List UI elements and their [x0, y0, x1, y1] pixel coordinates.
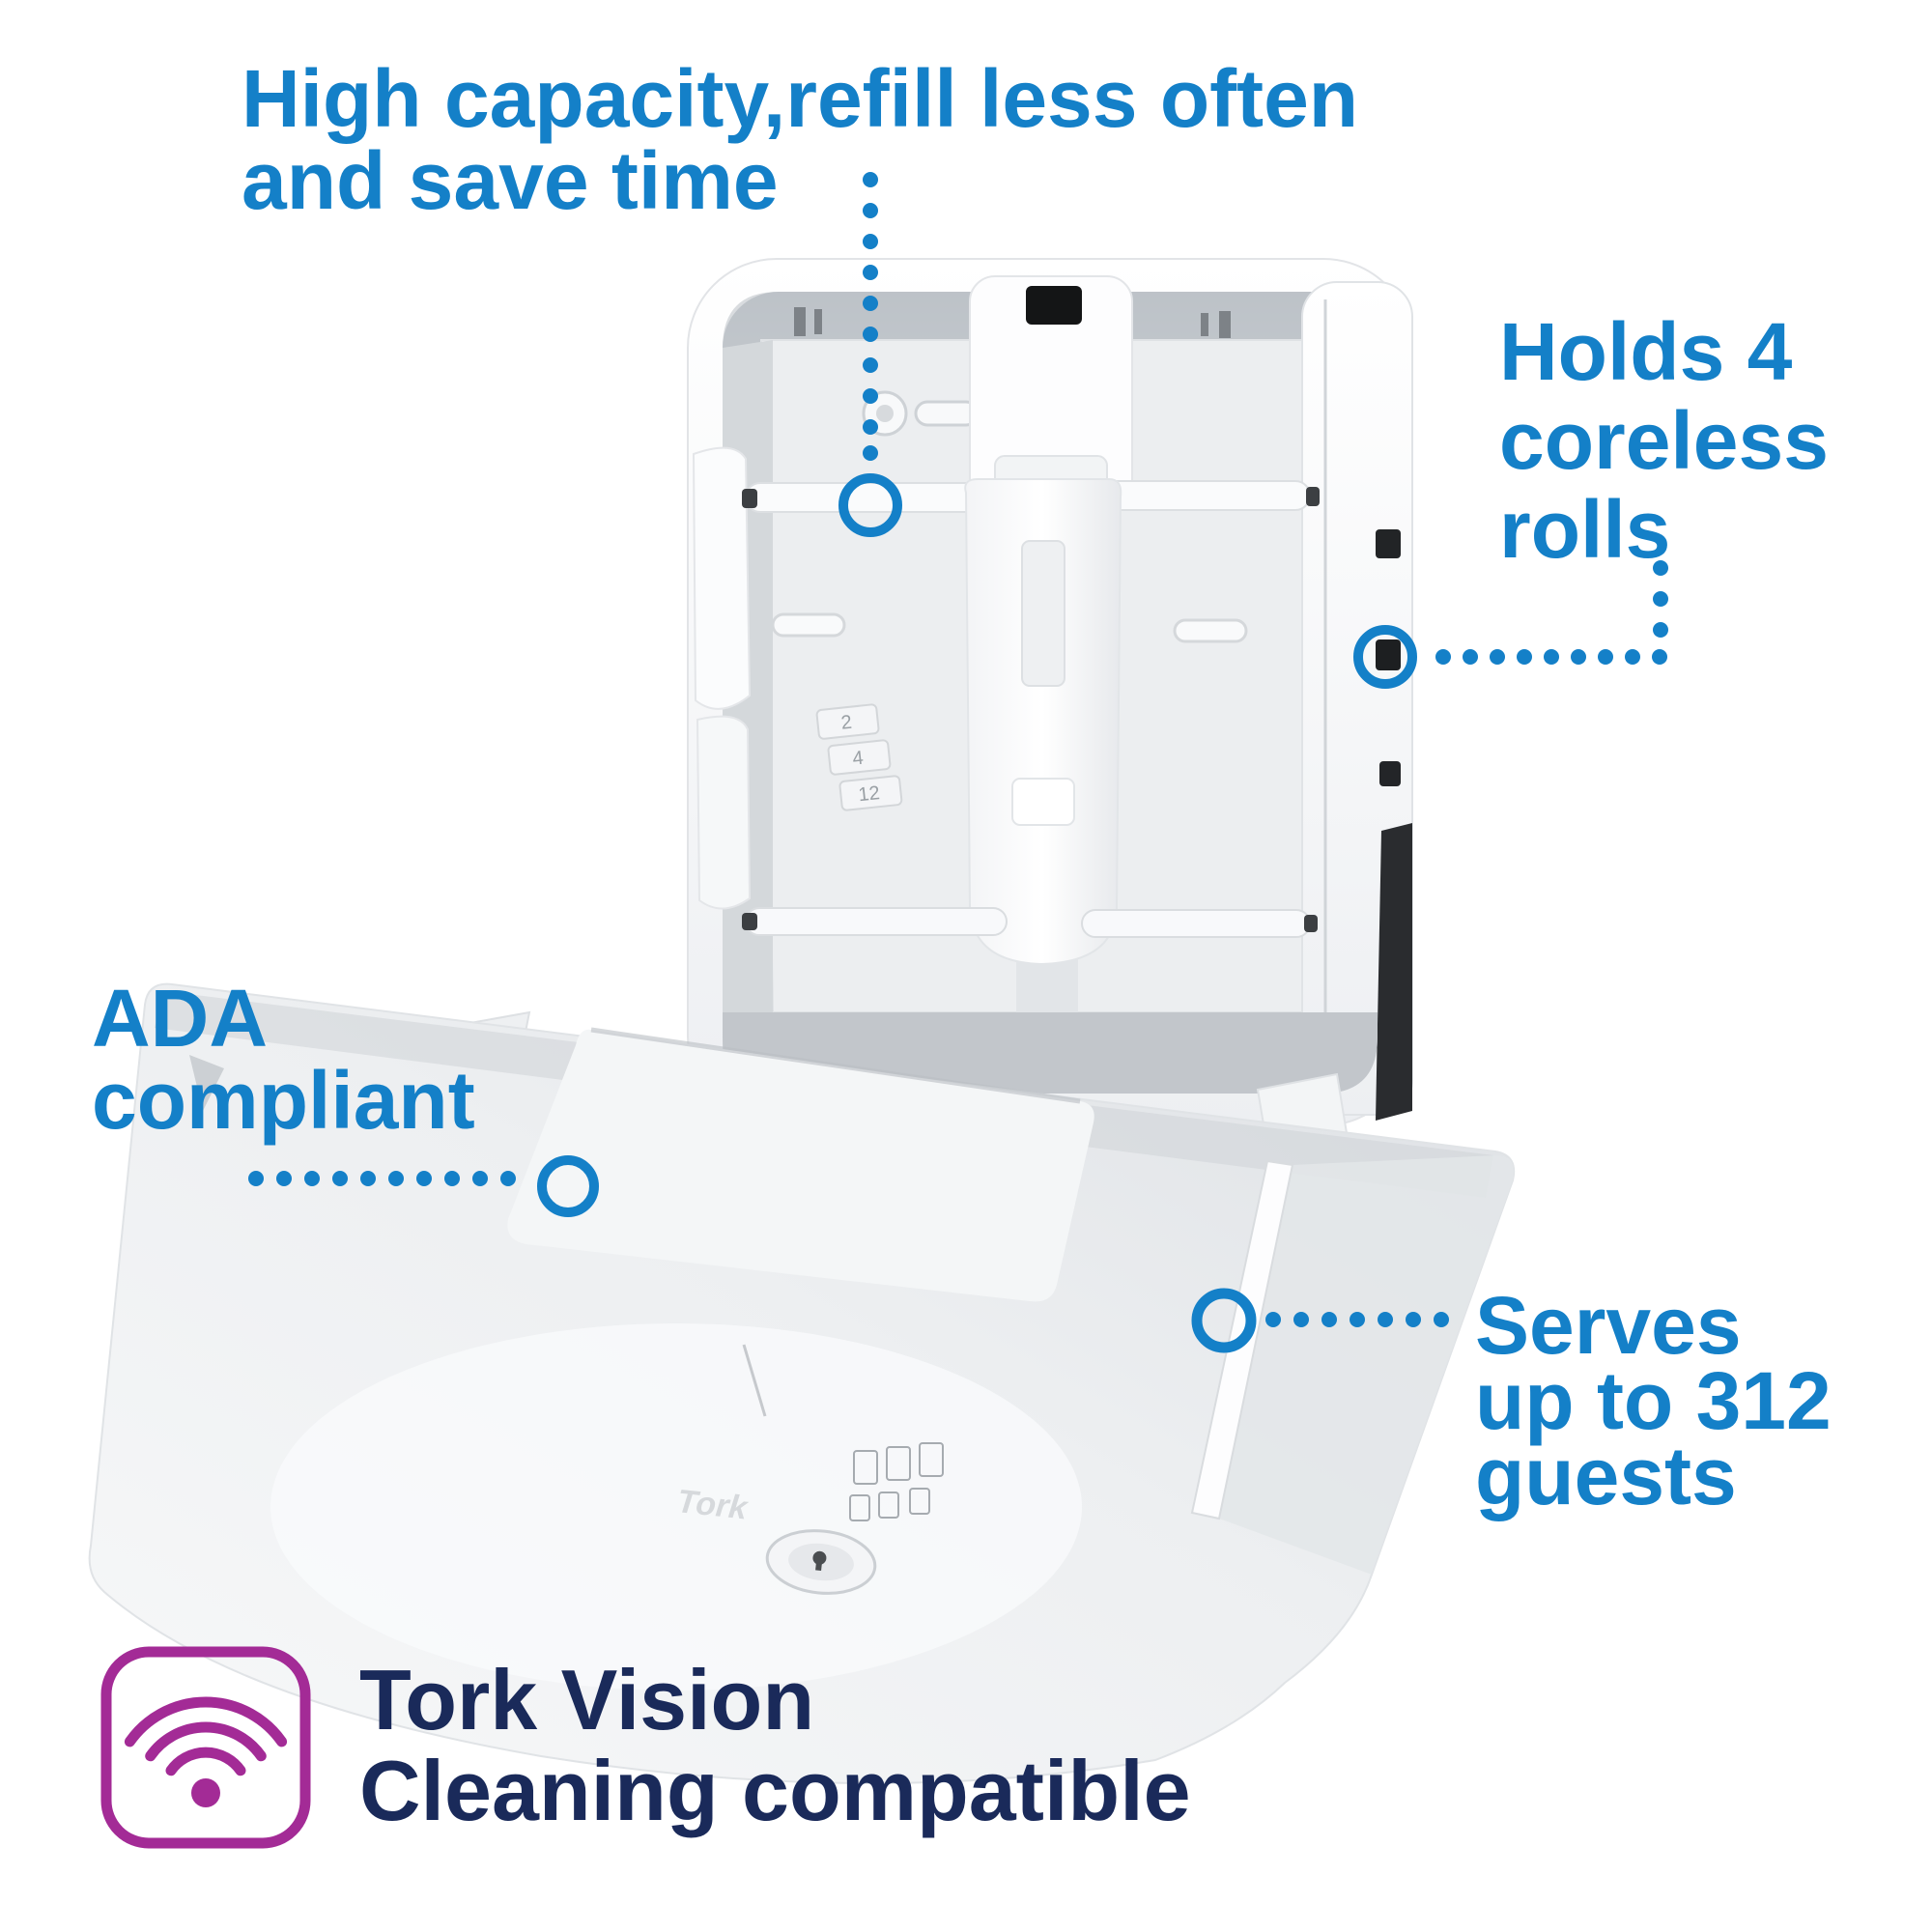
callout-ada-compliant: ADA compliant [92, 978, 475, 1142]
refill-instruction-icons [849, 1442, 944, 1521]
callout-line: Serves [1475, 1280, 1742, 1371]
marker-ring-ada [537, 1155, 599, 1217]
callout-line: and save time [242, 135, 779, 226]
callout-line: rolls [1499, 484, 1671, 575]
callout-serves-guests: Serves up to 312 guests [1475, 1280, 1832, 1521]
dispenser-open-door: Tork [88, 982, 1516, 1784]
embossed-tork-logo: Tork [675, 1483, 751, 1527]
callout-line: compliant [92, 1055, 475, 1146]
callout-high-capacity: High capacity,refill less often and save… [242, 58, 1358, 222]
leader-high-capacity [838, 172, 902, 537]
callout-holds-rolls: Holds 4 coreless rolls [1499, 307, 1829, 574]
spindle-setting-tabs: 2 4 12 [815, 703, 903, 811]
dispenser-housing: 2 4 12 [687, 258, 1413, 1126]
footer-line: Cleaning compatible [359, 1743, 1191, 1838]
callout-line: guests [1475, 1431, 1737, 1521]
setting-label: 2 [840, 712, 853, 734]
leader-holds-rolls [1353, 560, 1668, 689]
wifi-icon [100, 1646, 311, 1849]
leader-serves [1191, 1288, 1449, 1353]
callout-line: ADA [92, 973, 268, 1064]
marker-ring-serves [1191, 1288, 1257, 1353]
setting-label: 4 [851, 748, 864, 770]
callout-line: coreless [1499, 395, 1829, 486]
footer-tork-vision: Tork Vision Cleaning compatible [359, 1655, 1191, 1836]
setting-label: 12 [857, 782, 880, 806]
callout-line: High capacity,refill less often [242, 53, 1359, 144]
callout-line: Holds 4 [1499, 306, 1793, 397]
leader-ada [248, 1155, 599, 1217]
door-lock [765, 1529, 877, 1595]
callout-markers [248, 172, 1668, 1353]
callout-line: up to 312 [1475, 1355, 1832, 1446]
marker-ring-holds-rolls [1353, 625, 1417, 689]
marker-ring-high-capacity [838, 473, 902, 537]
footer-line: Tork Vision [359, 1652, 815, 1747]
